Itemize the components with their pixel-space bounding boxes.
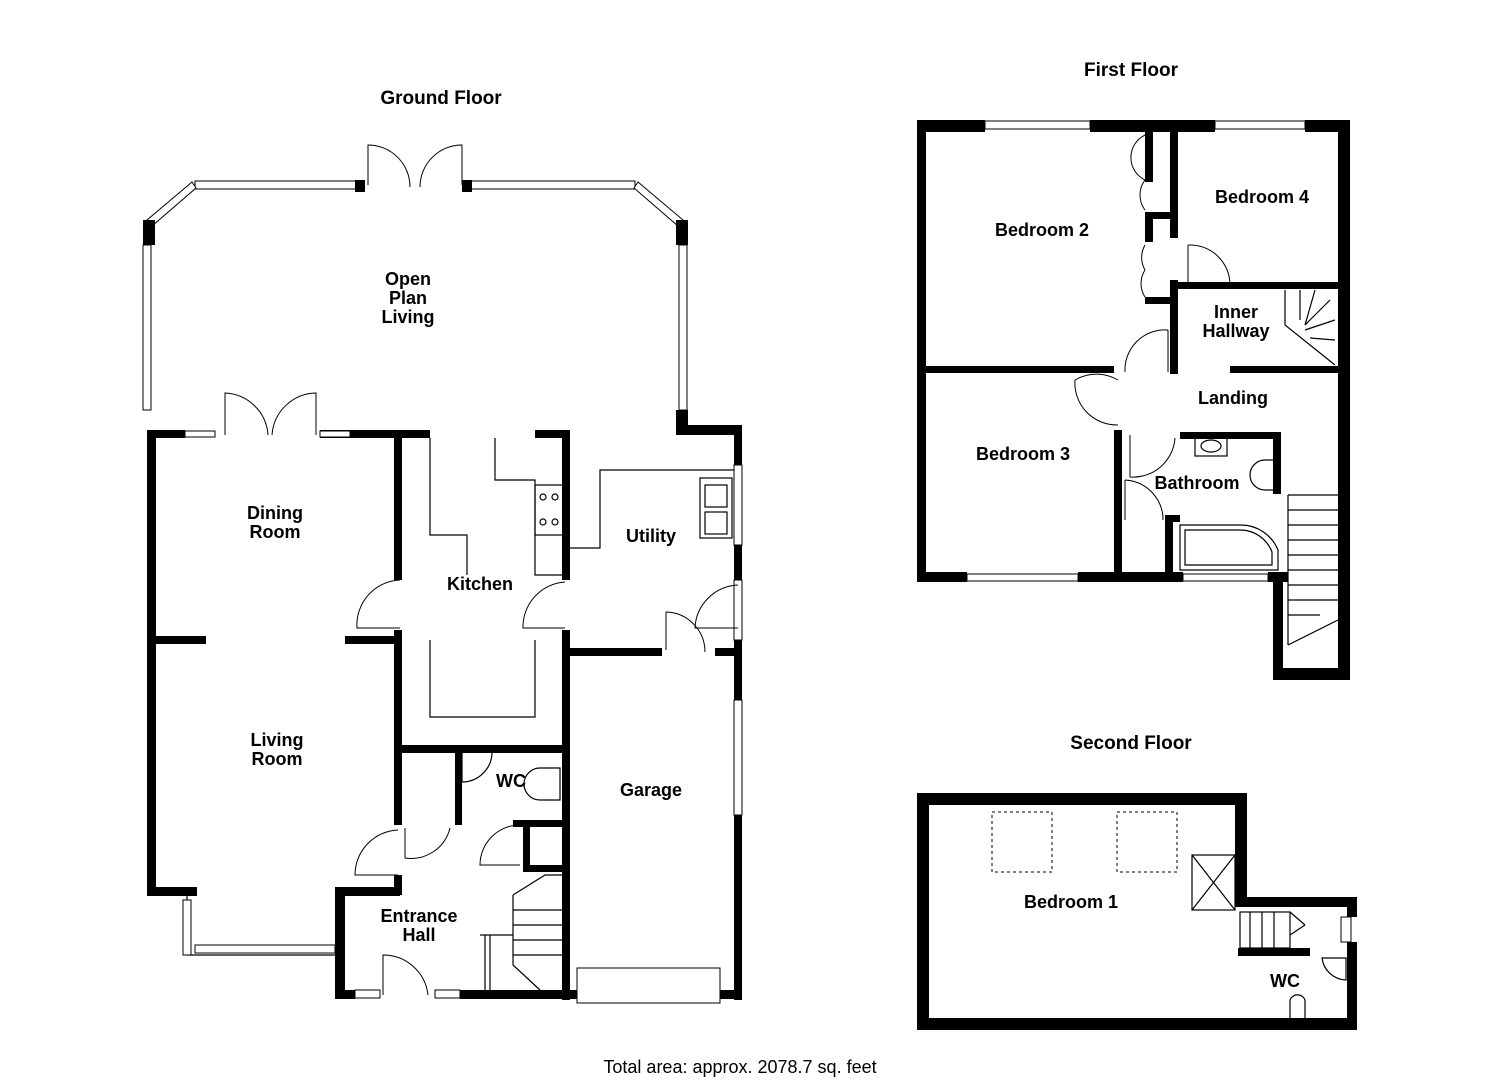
french-door (224, 392, 269, 436)
skylight (991, 811, 1053, 873)
room-label-dining: Room (250, 522, 301, 542)
room-label-open-plan: Plan (389, 288, 427, 308)
window (146, 181, 197, 227)
door (1074, 373, 1119, 426)
door (1124, 329, 1169, 373)
room-label-inner-hallway: Hallway (1202, 321, 1269, 341)
front-door (382, 954, 429, 996)
room-label-wc: WC (1270, 971, 1300, 991)
room-label-inner-hallway: Inner (1214, 302, 1258, 322)
room-label-bedroom-3: Bedroom 3 (976, 444, 1070, 464)
door (404, 827, 451, 859)
first-floor-plan (917, 120, 1350, 680)
total-area-note: Total area: approx. 2078.7 sq. feet (603, 1057, 876, 1077)
room-label-bedroom-1: Bedroom 1 (1024, 892, 1118, 912)
skylight (1116, 811, 1178, 873)
first-floor-title: First Floor (1084, 60, 1179, 81)
door (356, 579, 401, 629)
ground-floor-title: Ground Floor (380, 88, 502, 109)
french-door (367, 144, 411, 188)
window (194, 944, 336, 954)
room-label-kitchen: Kitchen (447, 574, 513, 594)
window (354, 989, 381, 999)
room-label-open-plan: Open (385, 269, 431, 289)
window (966, 573, 1079, 582)
ground-floor-plan (142, 144, 743, 1004)
window (1214, 120, 1306, 130)
window (434, 989, 461, 999)
room-label-dining: Dining (247, 503, 303, 523)
room-label-bedroom-4: Bedroom 4 (1215, 187, 1309, 207)
window (182, 899, 192, 956)
room-label-living: Living (251, 730, 304, 750)
second-floor-title: Second Floor (1070, 733, 1192, 754)
window (469, 180, 636, 190)
door (694, 584, 739, 629)
room-label-entrance: Hall (402, 925, 435, 945)
door (354, 829, 399, 876)
window (1340, 916, 1352, 943)
window (733, 699, 743, 816)
room-label-garage: Garage (620, 780, 682, 800)
door (1187, 244, 1231, 286)
french-door (271, 392, 317, 436)
room-label-bedroom-2: Bedroom 2 (995, 220, 1089, 240)
window (678, 244, 688, 411)
room-label-open-plan: Living (382, 307, 435, 327)
window (733, 464, 743, 546)
room-label-utility: Utility (626, 526, 676, 546)
window (633, 181, 684, 227)
door (522, 581, 566, 629)
wardrobe-door (1140, 244, 1146, 298)
room-label-wc: WC (496, 771, 526, 791)
room-label-landing: Landing (1198, 388, 1268, 408)
door (1124, 479, 1164, 521)
french-door (419, 144, 463, 188)
window (984, 120, 1091, 130)
window (142, 244, 152, 411)
room-label-entrance: Entrance (380, 906, 457, 926)
window (1182, 573, 1269, 582)
window (194, 180, 361, 190)
door (665, 611, 706, 653)
door (1129, 435, 1176, 478)
wardrobe-door (1130, 134, 1146, 211)
garage-door (576, 967, 721, 1004)
window (733, 579, 743, 641)
door (479, 824, 521, 866)
room-label-bathroom: Bathroom (1155, 473, 1240, 493)
room-label-living: Room (252, 749, 303, 769)
second-floor-plan (917, 793, 1357, 1030)
